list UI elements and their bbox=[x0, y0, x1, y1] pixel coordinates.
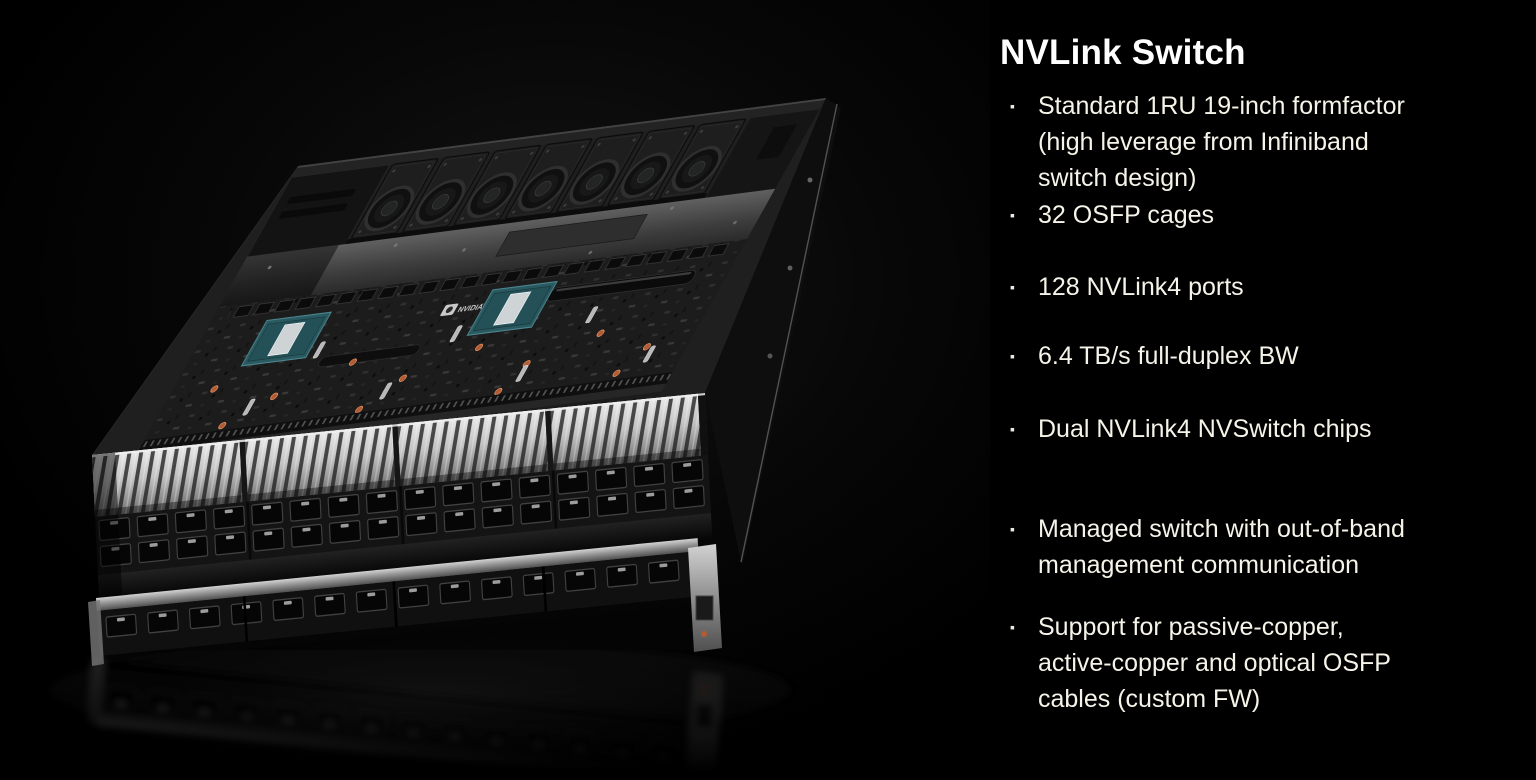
nvidia-logo-text: NVIDIA bbox=[456, 302, 486, 314]
lower-port bbox=[647, 559, 680, 584]
feature-text: 128 NVLink4 ports bbox=[1038, 273, 1244, 301]
osfp-port bbox=[136, 513, 169, 538]
feature-item: ▪ 128 NVLink4 ports bbox=[1008, 269, 1418, 305]
chassis-top: NVIDIA bbox=[92, 98, 826, 455]
psu-block bbox=[246, 164, 391, 258]
right-end-bracket bbox=[688, 544, 722, 652]
lower-port bbox=[146, 609, 180, 634]
osfp-port bbox=[137, 539, 171, 564]
bullet-icon: ▪ bbox=[1010, 421, 1015, 437]
osfp-port bbox=[174, 509, 208, 534]
front-lip bbox=[98, 512, 713, 601]
cooling-tray bbox=[219, 188, 776, 308]
floor-reflection bbox=[50, 642, 790, 775]
osfp-port bbox=[556, 470, 590, 495]
lower-port bbox=[564, 567, 597, 593]
lower-port bbox=[397, 584, 430, 609]
pcb: NVIDIA bbox=[123, 239, 747, 455]
osfp-port bbox=[634, 488, 667, 514]
osfp-heatsink-band bbox=[92, 392, 713, 601]
feature-text: Dual NVLink4 NVSwitch chips bbox=[1038, 415, 1372, 443]
osfp-port bbox=[557, 496, 591, 521]
osfp-port bbox=[175, 535, 209, 560]
osfp-port bbox=[633, 462, 666, 488]
osfp-port bbox=[594, 466, 628, 492]
lower-chassis-faceplate bbox=[88, 538, 722, 666]
osfp-port bbox=[327, 493, 360, 519]
lower-port bbox=[522, 571, 555, 597]
page-title: NVLink Switch bbox=[1000, 33, 1246, 72]
osfp-port bbox=[214, 531, 247, 556]
feature-item: ▪ Dual NVLink4 NVSwitch chips bbox=[1008, 411, 1418, 447]
connector-row bbox=[226, 242, 731, 320]
feature-text: 32 OSFP cages bbox=[1038, 201, 1215, 229]
osfp-port bbox=[212, 505, 246, 530]
osfp-port bbox=[366, 515, 400, 541]
lower-port bbox=[105, 613, 138, 638]
osfp-port bbox=[252, 527, 285, 552]
feature-text: Standard 1RU 19-inch formfactor (high le… bbox=[1038, 92, 1405, 192]
lower-port bbox=[355, 588, 388, 613]
bullet-icon: ▪ bbox=[1010, 207, 1015, 223]
feature-item: ▪ 32 OSFP cages bbox=[1008, 197, 1418, 233]
info-panel: NVLink Switch ▪ Standard 1RU 19-inch form… bbox=[1000, 0, 1520, 775]
lower-port bbox=[188, 605, 221, 630]
osfp-port-grid bbox=[95, 454, 711, 575]
standoff-posts bbox=[242, 306, 656, 416]
orange-screws bbox=[210, 329, 651, 430]
feature-text: 6.4 TB/s full-duplex BW bbox=[1038, 342, 1299, 370]
osfp-port bbox=[328, 519, 362, 545]
osfp-port bbox=[596, 492, 629, 518]
feature-item: ▪ 6.4 TB/s full-duplex BW bbox=[1008, 338, 1418, 374]
lower-port bbox=[439, 580, 472, 605]
left-end-bracket bbox=[88, 600, 104, 666]
osfp-port bbox=[481, 504, 515, 529]
lower-port bbox=[606, 563, 639, 588]
bullet-icon: ▪ bbox=[1010, 619, 1015, 635]
feature-text: Support for passive-copper, active-coppe… bbox=[1038, 613, 1391, 713]
feature-item: ▪ Managed switch with out-of-band managem… bbox=[1008, 511, 1418, 583]
feature-item: ▪ Support for passive-copper, active-copp… bbox=[1008, 609, 1418, 717]
nvswitch-chip-1 bbox=[240, 311, 333, 367]
product-photo-figure: NVIDIA NVLink Switch 1RU chassis with to… bbox=[0, 0, 990, 775]
nvswitch-chip-2 bbox=[466, 280, 558, 336]
osfp-port bbox=[251, 501, 284, 526]
feature-item: ▪ Standard 1RU 19-inch formfactor (high l… bbox=[1008, 88, 1418, 196]
osfp-port bbox=[671, 458, 704, 484]
osfp-port bbox=[442, 482, 475, 507]
osfp-port bbox=[365, 489, 399, 515]
osfp-port bbox=[290, 523, 324, 548]
osfp-port bbox=[289, 497, 322, 522]
osfp-port bbox=[405, 512, 438, 537]
bullet-icon: ▪ bbox=[1010, 279, 1015, 295]
lower-port bbox=[313, 592, 346, 618]
osfp-port bbox=[480, 478, 513, 503]
chassis-right-panel bbox=[705, 98, 841, 566]
osfp-port bbox=[403, 486, 437, 511]
lower-port bbox=[272, 596, 305, 622]
osfp-port bbox=[519, 500, 553, 525]
feature-text: Managed switch with out-of-band manageme… bbox=[1038, 515, 1405, 579]
product-photo: NVIDIA NVLink Switch 1RU chassis with to… bbox=[0, 0, 990, 775]
lower-port bbox=[480, 576, 513, 601]
osfp-port bbox=[672, 484, 706, 510]
osfp-port bbox=[443, 508, 476, 533]
bullet-icon: ▪ bbox=[1010, 348, 1015, 364]
bullet-icon: ▪ bbox=[1010, 98, 1015, 114]
nvidia-logo-mark: NVIDIA bbox=[440, 302, 486, 317]
osfp-port bbox=[518, 474, 551, 499]
bullet-icon: ▪ bbox=[1010, 521, 1015, 537]
